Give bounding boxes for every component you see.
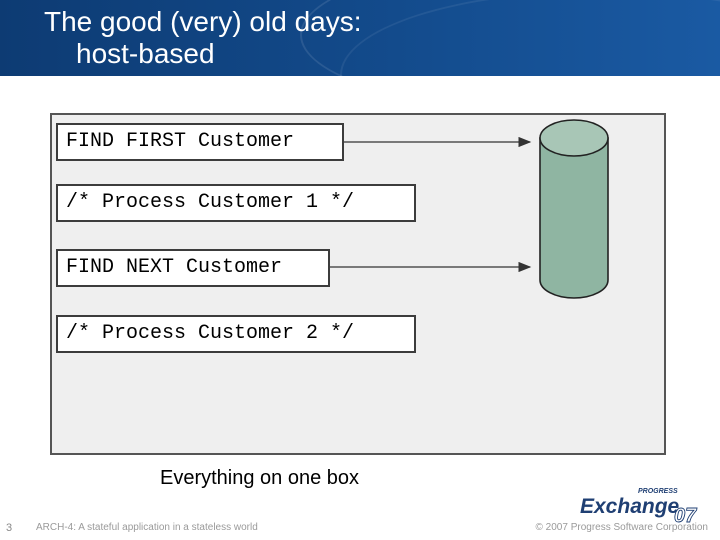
code-text: /* Process Customer 2 */ xyxy=(66,322,355,345)
database-cylinder xyxy=(539,119,609,299)
slide-title-line-1: The good (very) old days: xyxy=(44,6,362,37)
code-comment: /* Process Customer 1 */ xyxy=(56,184,416,222)
caption: Everything on one box xyxy=(160,467,360,489)
exchange-logo: PROGRESS Exchange 07 xyxy=(580,488,698,525)
code-text: FIND NEXT Customer xyxy=(66,256,283,279)
footer-session-title: ARCH-4: A stateful application in a stat… xyxy=(36,522,258,533)
code-statement: FIND NEXT Customer xyxy=(56,249,330,287)
footer-copyright: © 2007 Progress Software Corporation xyxy=(535,522,708,533)
slide-title-line-2: host-based xyxy=(76,38,215,69)
slide-title: The good (very) old days: host-based xyxy=(44,6,464,70)
svg-text:07: 07 xyxy=(674,505,697,525)
code-text: FIND FIRST Customer xyxy=(66,130,295,153)
header-decoration xyxy=(300,0,720,76)
title-bar: The good (very) old days: host-based xyxy=(0,0,720,76)
code-comment: /* Process Customer 2 */ xyxy=(56,315,416,353)
svg-text:PROGRESS: PROGRESS xyxy=(638,488,678,495)
page-number: 3 xyxy=(6,522,13,534)
code-statement: FIND FIRST Customer xyxy=(56,123,344,161)
code-text: /* Process Customer 1 */ xyxy=(66,191,355,214)
svg-text:Exchange: Exchange xyxy=(580,495,680,518)
